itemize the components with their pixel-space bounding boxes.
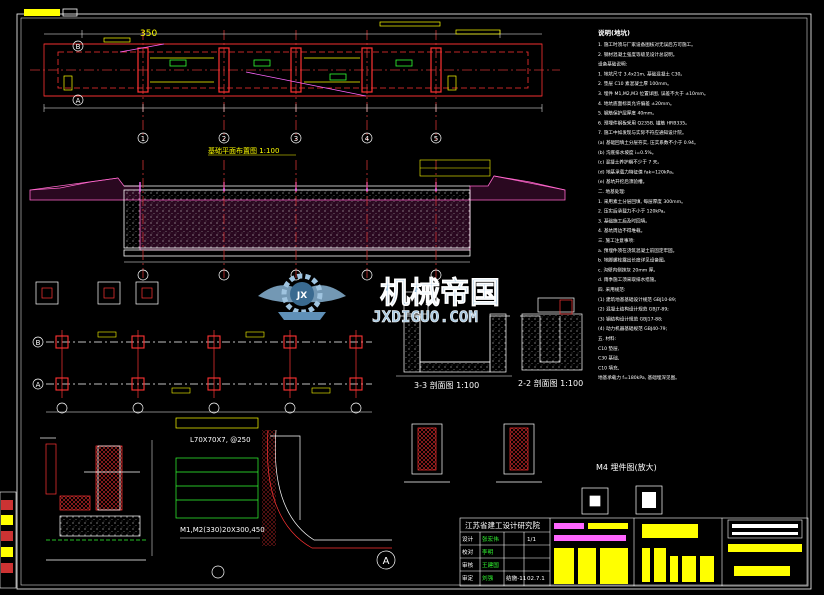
note-line: 1. 施工时须与厂家设备图核对无误后方可施工。 (598, 41, 696, 48)
title-block (459, 517, 809, 587)
longitudinal-section (29, 159, 566, 278)
grid-axis-b: B (36, 339, 41, 347)
note-line: C10 垫层, (598, 345, 620, 352)
axis-b-label: B (76, 43, 81, 51)
axis-a-label: A (76, 97, 81, 105)
sheet-border (16, 13, 812, 590)
note-line: 2. 压实后承载力不小于 120kPa。 (598, 208, 668, 215)
section-2-2 (520, 297, 583, 371)
note-line: 设备基础说明: (598, 61, 628, 68)
tb-role-0: 设计 (462, 535, 474, 543)
note-line: 三. 施工注意事项: (598, 237, 635, 244)
angle-label: L70X70X7, @250 (190, 436, 251, 444)
note-line: 四. 采用规范: (598, 286, 626, 293)
company-name: 江苏省建工设计研究院 (465, 520, 540, 530)
note-line: (1) 建筑地基基础设计规范 GBJ10-89; (598, 296, 677, 303)
tb-role-2: 审核 (462, 561, 474, 569)
note-line: 5. 钢筋保护层厚度 40mm。 (598, 110, 657, 117)
note-line: (a) 基础回填土分层夯实, 压实系数不小于 0.94。 (598, 139, 699, 146)
note-line: (c) 混凝土养护期不少于 7 天。 (598, 159, 662, 166)
note-line: (b) 沟底排水坡度 i=0.5%。 (598, 149, 656, 156)
note-line: 7. 施工中如发现与实际不符应通知设计院。 (598, 129, 687, 136)
tb-drawing-no: 结施-11 (506, 574, 527, 582)
pier-grid-plan (46, 330, 372, 413)
dim-350-label: 350 (140, 29, 157, 39)
note-line: 3. 基础施工后及时回填。 (598, 217, 650, 224)
note-line: (3) 钢结构设计规范 GBJ17-88; (598, 315, 663, 322)
detail-center (175, 417, 396, 579)
tb-sheet: 1/1 (527, 537, 536, 543)
note-line: 4. 基坑周边不得堆载。 (598, 227, 645, 234)
left-stamp (0, 491, 17, 589)
note-line: 1. 采用素土分层回填, 每层厚度 300mm。 (598, 198, 686, 205)
note-line: d. 雨季施工须采取排水措施。 (598, 276, 659, 283)
section-3-3 (396, 313, 512, 377)
plan-axis-bubbles (72, 40, 442, 144)
inner-border (20, 17, 808, 586)
tb-name-0: 张宏伟 (482, 535, 499, 543)
note-line: b. 地脚螺栓露出长度详见设备图。 (598, 257, 668, 264)
watermark: JX 机械帝国 JXDIGUO.COM (258, 273, 500, 326)
axis-3-label: 3 (294, 135, 298, 143)
detail-left (40, 437, 153, 561)
axis-2-label: 2 (222, 135, 226, 143)
notes-list: 1. 施工时须与厂家设备图核对无误后方可施工。 2. 钢材混凝土强度等级见设计总说… (598, 41, 709, 381)
note-line: C10 填充, (598, 364, 620, 371)
tb-role-1: 校对 (462, 548, 474, 556)
note-line: 4. 地坑底面标高允许偏差 ±20mm。 (598, 100, 674, 107)
note-line: 2. 钢材混凝土强度等级见设计总说明。 (598, 51, 677, 58)
note-line: 6. 预埋件钢板采用 Q235B, 锚筋 HRB335。 (598, 119, 690, 126)
note-line: (2) 混凝土结构设计规范 GBJ7-89; (598, 306, 669, 313)
note-line: 1. 地坑尺寸 3.4x21m, 基础混凝土 C30。 (598, 70, 685, 77)
tb-name-3: 刘强 (482, 574, 494, 582)
section-3-title: 3-3 剖面图 1:100 (414, 380, 479, 390)
axis-4-label: 4 (365, 135, 370, 143)
watermark-emblem: JX (296, 291, 307, 301)
note-line: (e) 基坑开挖后须验槽。 (598, 178, 647, 185)
note-line: 地基承载力 f=180kPa, 基础埋深见图。 (598, 374, 680, 381)
plan-title: 基础平面布置图 1:100 (208, 146, 279, 155)
notes-heading: 说明(地坑) (598, 28, 630, 37)
sheet-tag-box (62, 8, 78, 17)
foundation-plan (30, 21, 560, 140)
axis-1-label: 1 (141, 135, 145, 143)
note-line: 3. 埋件 M1,M2,M3 位置详图, 误差不大于 ±10mm。 (598, 90, 709, 97)
note-line: 2. 垫层 C10 素混凝土厚 100mm。 (598, 80, 672, 87)
note-line: 二. 地基处理: (598, 188, 626, 195)
detail-right (404, 423, 663, 515)
note-line: C30 基础, (598, 355, 620, 362)
watermark-brand: 机械帝国 (380, 276, 500, 311)
m4-embed-label: M4 埋件图(放大) (596, 462, 657, 472)
axis-5-label: 5 (434, 135, 438, 143)
note-line: (d) 地基承载力特征值 fak=120kPa。 (598, 168, 677, 175)
tb-date: 02.7.1 (527, 576, 545, 582)
note-line: 五. 材料: (598, 335, 617, 342)
note-line: a. 预埋件须在浇筑混凝土前固定牢固。 (598, 247, 677, 254)
section-2-title: 2-2 剖面图 1:100 (518, 378, 583, 388)
tb-role-3: 审定 (462, 574, 474, 582)
detail-a-label: A (383, 556, 390, 567)
grid-axis-a: A (36, 381, 41, 389)
note-line: (4) 动力机器基础规范 GBJ40-79; (598, 325, 668, 332)
title-block-fills (554, 519, 803, 584)
pier-details (35, 281, 429, 315)
tb-name-2: 王建国 (482, 561, 499, 569)
note-line: c. 沟壁内侧抹灰 20mm 厚。 (598, 266, 658, 273)
watermark-url: JXDIGUO.COM (372, 307, 478, 326)
plate-label: M1,M2(330)20X300,450 (180, 526, 265, 534)
sheet-tag (24, 9, 60, 16)
tb-name-1: 李明 (482, 548, 494, 556)
